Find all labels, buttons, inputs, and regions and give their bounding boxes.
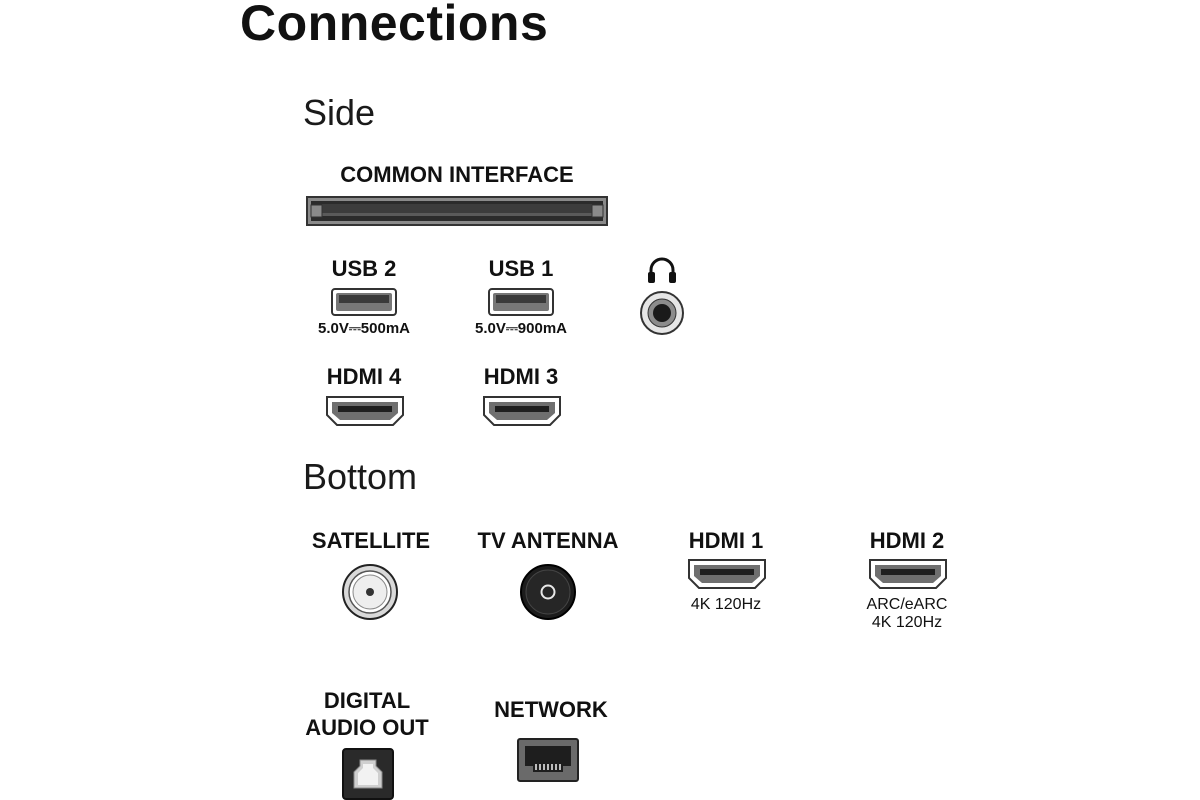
page-title: Connections [240,0,549,51]
hdmi2-spec-rate: 4K 120Hz [871,614,943,631]
hdmi3-label: HDMI 3 [483,364,559,389]
optical-port-icon [342,748,394,800]
hdmi1-label: HDMI 1 [688,528,764,553]
tv-antenna-label: TV ANTENNA [477,528,619,553]
headphone-jack-icon [638,290,686,336]
digital-audio-label-line1: DIGITAL [323,688,411,713]
headphone-icon [646,255,678,285]
usb1-label: USB 1 [488,256,554,281]
usb2-spec: 5.0V⎓500mA [317,320,411,337]
hdmi-port-icon [482,395,562,427]
usb-port-icon [488,288,554,316]
section-side-heading: Side [303,92,376,133]
common-interface-label: COMMON INTERFACE [340,162,574,187]
hdmi2-spec-arc: ARC/eARC [866,596,948,613]
hdmi-port-icon [868,558,948,590]
hdmi1-spec: 4K 120Hz [690,596,762,613]
network-label: NETWORK [494,697,608,722]
digital-audio-label-line2: AUDIO OUT [305,715,429,740]
satellite-label: SATELLITE [311,528,431,553]
ethernet-port-icon [517,738,579,782]
hdmi-port-icon [687,558,767,590]
usb2-label: USB 2 [331,256,397,281]
hdmi2-label: HDMI 2 [869,528,945,553]
usb-port-icon [331,288,397,316]
section-bottom-heading: Bottom [303,456,418,497]
antenna-connector-icon [519,563,577,621]
satellite-connector-icon [341,563,399,621]
ci-slot-icon [306,196,608,226]
usb1-spec: 5.0V⎓900mA [474,320,568,337]
hdmi4-label: HDMI 4 [326,364,402,389]
hdmi-port-icon [325,395,405,427]
